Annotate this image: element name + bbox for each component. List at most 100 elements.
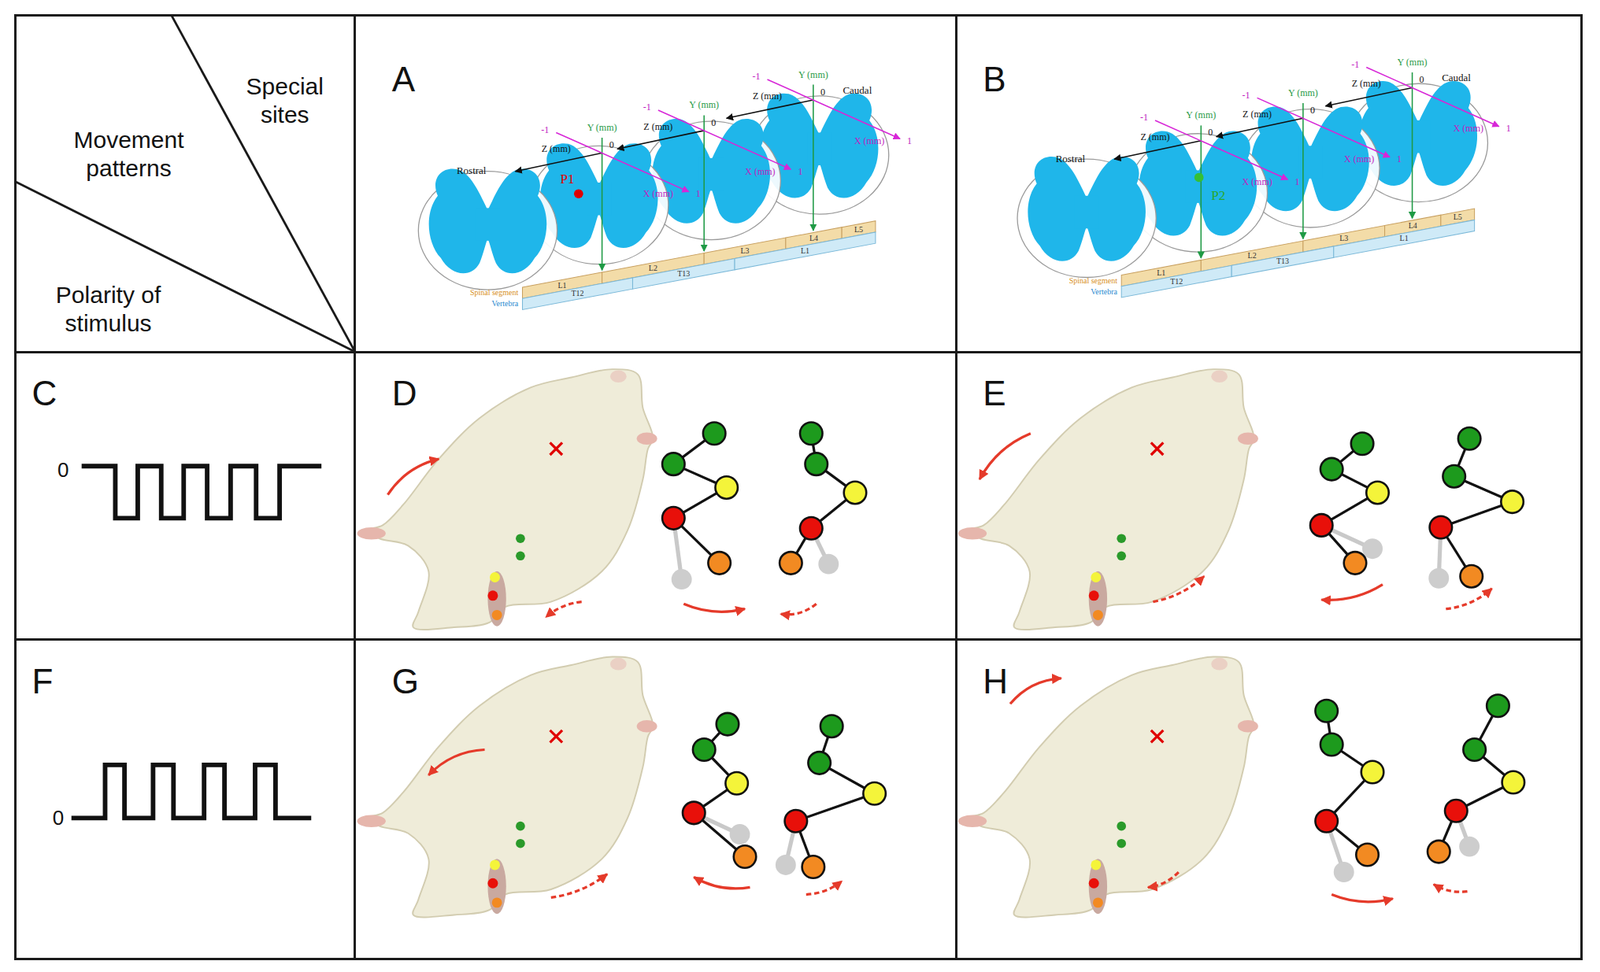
- y-axis: [1411, 72, 1414, 219]
- panel-letter: E: [982, 376, 1006, 412]
- vertebra-label: T13: [677, 270, 690, 278]
- joint-marker: [1116, 839, 1126, 849]
- joint-circle: [725, 772, 749, 796]
- joint-circle: [703, 422, 726, 446]
- stick-figure: [779, 422, 867, 575]
- joint-circle: [1427, 840, 1451, 864]
- rest-joint: [818, 554, 839, 575]
- joint-circle: [1486, 695, 1510, 719]
- vertebra-label: T12: [570, 289, 584, 298]
- joint-circle: [1351, 432, 1375, 456]
- rat-ear: [610, 370, 627, 383]
- axis-zero: 0: [57, 459, 69, 481]
- joint-marker: [1088, 590, 1100, 601]
- z-axis: [1114, 140, 1201, 160]
- axis-tick: -1: [1351, 59, 1360, 70]
- joint-circle: [707, 551, 731, 575]
- cord-section: [418, 169, 557, 290]
- electrode-mark: [1151, 442, 1164, 456]
- segment-label: L3: [740, 247, 749, 256]
- axis-origin: 0: [609, 140, 615, 150]
- motion-arrow: [1010, 678, 1062, 704]
- motion-arrow: [1152, 576, 1204, 602]
- joint-marker: [1116, 533, 1126, 544]
- axis-heading: Special sites: [229, 72, 341, 130]
- rest-joint: [1428, 568, 1449, 589]
- axis-tick: 1: [1506, 123, 1512, 134]
- joint-circle: [779, 551, 803, 575]
- movement-panel: [357, 657, 886, 919]
- axis-tick: -1: [1242, 90, 1251, 100]
- vertebra-bar: [1333, 219, 1475, 258]
- axis-tick: -1: [540, 125, 549, 135]
- rat-figure: [357, 657, 658, 919]
- rat-paw: [1237, 720, 1259, 734]
- joint-circle: [785, 810, 808, 834]
- electrode-mark: [550, 442, 563, 456]
- y-axis: [1302, 103, 1304, 240]
- axis-label: Y (mm): [1397, 57, 1428, 67]
- limb-segment: [796, 793, 875, 822]
- axis-label: Z (mm): [541, 144, 571, 154]
- segment-label: L5: [1453, 213, 1463, 222]
- stick-figure: [1314, 700, 1384, 883]
- y-axis: [703, 114, 705, 252]
- joint-marker: [1092, 610, 1104, 621]
- segment-label: L4: [1408, 222, 1418, 230]
- bar-legend-label: Spinal segment: [1069, 277, 1118, 286]
- rat-paw: [637, 432, 658, 445]
- motion-arrow: [979, 433, 1031, 480]
- rat-body: [367, 369, 654, 630]
- axis-label: Y (mm): [1288, 88, 1319, 98]
- rat-hindfoot: [487, 859, 506, 915]
- joint-marker: [489, 859, 500, 871]
- joint-circle: [1355, 844, 1379, 867]
- joint-circle: [1500, 490, 1524, 514]
- joint-marker: [515, 533, 526, 544]
- motion-arrow: [428, 750, 485, 776]
- rest-joint: [1362, 538, 1383, 560]
- joint-circle: [1314, 700, 1338, 723]
- segment-label: L5: [854, 225, 863, 234]
- stick-figure: [662, 422, 738, 591]
- joint-circle: [1442, 465, 1466, 489]
- cord-section: [1017, 156, 1156, 278]
- rat-ear: [1211, 370, 1228, 383]
- direction-label: Rostral: [1055, 152, 1086, 163]
- segment-label: L2: [648, 264, 658, 273]
- rat-paw: [958, 814, 987, 828]
- bar-legend-label: Spinal segment: [470, 288, 519, 297]
- axis-label: Z (mm): [1140, 132, 1170, 142]
- motion-arrow: [387, 459, 439, 495]
- rat-hindfoot: [487, 571, 506, 627]
- vertebra-bar: [522, 277, 634, 311]
- panel-cell: C: [14, 351, 357, 641]
- joint-circle: [807, 751, 831, 775]
- header-diagonal: [171, 14, 356, 352]
- rat-figure: [958, 657, 1259, 919]
- joint-circle: [1459, 565, 1483, 589]
- axis-label: Z (mm): [1351, 78, 1382, 89]
- axis-label: X (mm): [643, 188, 674, 199]
- y-axis: [1200, 125, 1203, 258]
- joint-circle: [802, 855, 826, 879]
- joint-circle: [1462, 738, 1486, 762]
- rat-hindfoot: [1088, 571, 1108, 627]
- panel-cell: F: [14, 638, 357, 961]
- joint-circle: [1458, 427, 1482, 451]
- segment-label: L1: [557, 281, 567, 290]
- joint-circle: [1310, 514, 1334, 538]
- site-label: P2: [1211, 188, 1226, 202]
- panel-letter: G: [392, 664, 419, 700]
- joint-marker: [515, 551, 526, 561]
- joint-circle: [692, 738, 716, 762]
- vertebra-label: L1: [800, 247, 810, 256]
- motion-arrow: [1445, 588, 1492, 610]
- bar-legend-label: Vertebra: [1090, 288, 1118, 297]
- pulse-train: [71, 765, 312, 819]
- vertebra-bar: [632, 259, 735, 290]
- site-dot: [1194, 173, 1204, 183]
- joint-circle: [1361, 761, 1385, 785]
- axis-label: Y (mm): [798, 70, 829, 80]
